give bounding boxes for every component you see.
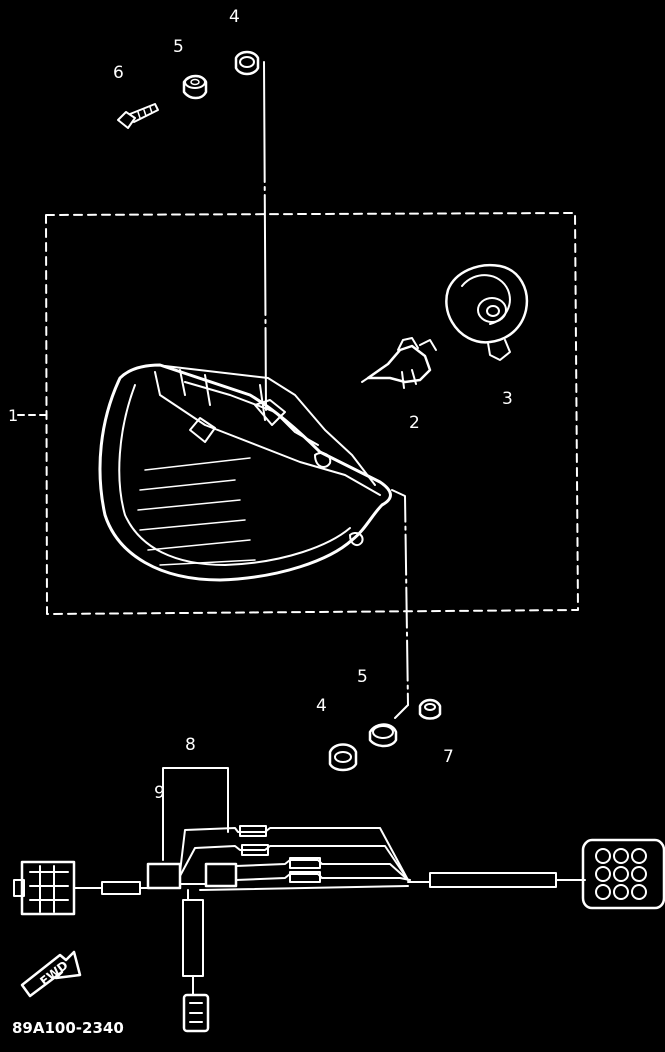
assembly-boundary <box>17 212 579 615</box>
grommet-top <box>234 50 260 76</box>
collar-top <box>182 74 208 100</box>
callout-7: 7 <box>443 747 454 767</box>
callout-2: 2 <box>409 413 420 433</box>
grommet-bottom <box>328 743 358 772</box>
headlight-bulb <box>361 337 437 389</box>
callout-4-bottom: 4 <box>316 696 327 716</box>
callout-8: 8 <box>185 735 196 755</box>
callout-3: 3 <box>502 389 513 409</box>
bolt <box>117 103 159 129</box>
collar-bottom <box>368 723 398 748</box>
figure-code: 89A100-2340 <box>12 1019 124 1037</box>
callout-6: 6 <box>113 63 124 83</box>
callout-labels: 1 2 3 4 4 5 5 6 7 8 9 <box>8 7 513 803</box>
callout-4-top: 4 <box>229 7 240 27</box>
leader-line-bottom <box>391 489 409 719</box>
wire-harness <box>13 767 665 1033</box>
headlight-housing <box>98 363 392 582</box>
callout-1: 1 <box>8 406 18 425</box>
callout-9: 9 <box>154 783 165 803</box>
bulb-cover <box>445 263 529 361</box>
callout-5-top: 5 <box>173 37 184 57</box>
front-arrow-label: FWD <box>37 958 70 988</box>
front-arrow: FWD <box>20 950 82 998</box>
leader-line-top <box>263 61 267 411</box>
nut <box>418 698 442 720</box>
callout-5-bottom: 5 <box>357 667 368 687</box>
